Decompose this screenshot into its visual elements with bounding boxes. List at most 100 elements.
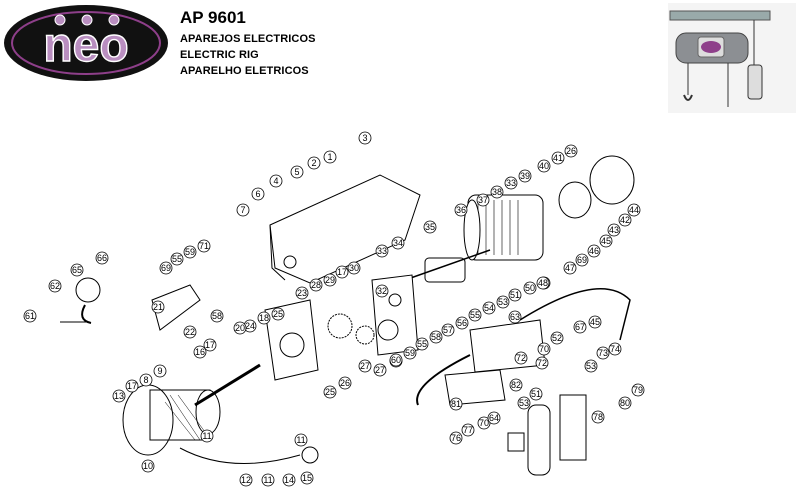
svg-text:7: 7 [240,205,245,215]
part-label: 40 [537,159,551,173]
part-label: 23 [295,286,309,300]
part-label: 21 [151,300,165,314]
svg-text:70: 70 [539,344,549,354]
svg-text:2: 2 [311,158,316,168]
part-label: 52 [550,331,564,345]
part-label: 33 [504,176,518,190]
svg-text:51: 51 [531,389,541,399]
part-label: 60 [389,353,403,367]
part-label: 45 [599,234,613,248]
svg-text:42: 42 [620,215,630,225]
svg-text:55: 55 [417,339,427,349]
svg-text:59: 59 [405,348,415,358]
svg-text:14: 14 [284,475,294,485]
part-label: 51 [529,387,543,401]
svg-text:58: 58 [212,311,222,321]
part-label: 39 [518,169,532,183]
svg-text:1: 1 [327,152,332,162]
part-label: 51 [508,288,522,302]
svg-text:55: 55 [172,254,182,264]
svg-text:8: 8 [143,375,148,385]
part-label: 53 [584,359,598,373]
part-label: 25 [271,307,285,321]
part-label: 6 [251,187,265,201]
svg-text:45: 45 [590,317,600,327]
svg-text:60: 60 [391,355,401,365]
svg-text:20: 20 [235,323,245,333]
product-photo [668,3,796,113]
logo-text: neo [43,19,128,72]
subtitle-es: APAREJOS ELECTRICOS [180,33,316,45]
part-label: 46 [587,244,601,258]
svg-text:43: 43 [609,225,619,235]
svg-text:76: 76 [451,433,461,443]
svg-text:56: 56 [457,318,467,328]
part-label: 17 [125,379,139,393]
part-label: 45 [588,315,602,329]
part-label: 35 [423,220,437,234]
part-label: 26 [338,376,352,390]
svg-text:72: 72 [516,353,526,363]
svg-text:77: 77 [463,425,473,435]
part-label: 69 [575,253,589,267]
svg-text:80: 80 [620,398,630,408]
part-label: 55 [468,308,482,322]
svg-text:17: 17 [337,267,347,277]
part-label: 4 [269,174,283,188]
svg-text:62: 62 [50,281,60,291]
part-label: 77 [461,423,475,437]
part-label: 1 [323,150,337,164]
svg-text:32: 32 [377,286,387,296]
part-label: 58 [429,330,443,344]
svg-text:52: 52 [552,333,562,343]
part-label: 55 [170,252,184,266]
part-label: 29 [323,273,337,287]
svg-text:53: 53 [498,297,508,307]
svg-text:36: 36 [456,205,466,215]
part-label: 53 [496,295,510,309]
svg-text:70: 70 [479,418,489,428]
part-label: 57 [441,323,455,337]
svg-text:66: 66 [97,253,107,263]
svg-text:3: 3 [362,133,367,143]
svg-text:46: 46 [589,246,599,256]
svg-text:11: 11 [296,435,305,445]
part-label: 30 [347,261,361,275]
svg-text:38: 38 [492,187,502,197]
part-label: 22 [183,325,197,339]
part-label: 65 [70,263,84,277]
part-label: 48 [536,276,550,290]
svg-text:67: 67 [575,322,585,332]
part-label: 54 [482,301,496,315]
svg-text:27: 27 [375,365,385,375]
part-label: 3 [358,131,372,145]
part-label: 34 [391,236,405,250]
part-callouts: 3 1 2 5 4 6 7 26 41 40 39 33 38 37 36 35… [23,131,645,487]
svg-text:23: 23 [297,288,307,298]
svg-text:63: 63 [510,312,520,322]
part-label: 70 [537,342,551,356]
svg-text:5: 5 [294,167,299,177]
part-label: 14 [282,473,296,487]
part-label: 33 [375,244,389,258]
svg-text:33: 33 [377,246,387,256]
part-label: 56 [455,316,469,330]
svg-text:41: 41 [553,153,563,163]
subtitle-pt: APARELHO ELETRICOS [180,65,309,77]
part-label: 44 [627,203,641,217]
svg-text:25: 25 [325,387,335,397]
svg-text:59: 59 [185,247,195,257]
part-label: 32 [375,284,389,298]
svg-text:24: 24 [245,321,255,331]
svg-text:6: 6 [255,189,260,199]
svg-text:45: 45 [601,236,611,246]
part-label: 70 [477,416,491,430]
subtitle-en: ELECTRIC RIG [180,49,259,61]
part-label: 20 [233,321,247,335]
svg-text:12: 12 [241,475,251,485]
part-label: 64 [487,411,501,425]
part-label: 41 [551,151,565,165]
svg-text:44: 44 [629,205,639,215]
svg-text:11: 11 [263,475,272,485]
part-label: 66 [95,251,109,265]
